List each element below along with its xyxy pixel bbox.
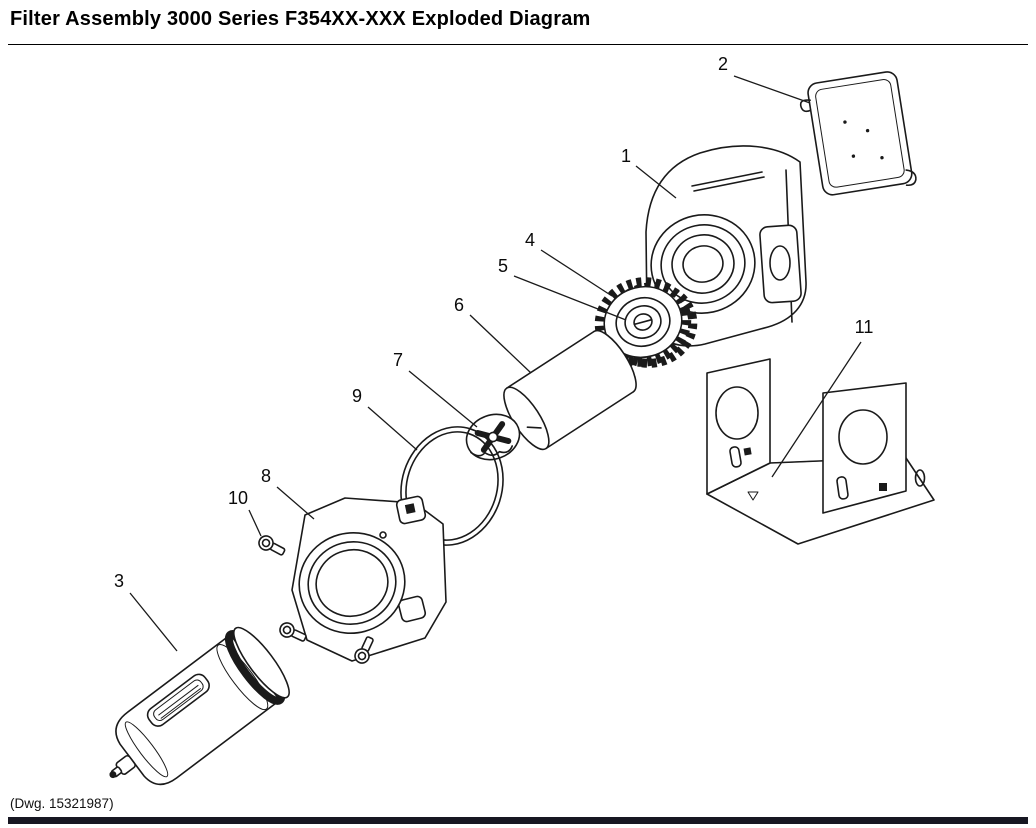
- collar-screw: [279, 622, 307, 642]
- part-labels: 1 2 3 4 5 6 7 8 9 10 11: [114, 54, 873, 591]
- part-2-cover-plate: [799, 71, 917, 196]
- leader-line-11: [771, 341, 862, 478]
- part-label-6: 6: [454, 295, 464, 315]
- part-label-11: 11: [855, 317, 874, 337]
- part-10-screw: [258, 535, 286, 556]
- leader-line-2: [733, 75, 811, 104]
- part-label-8: 8: [261, 466, 271, 486]
- part-5-deflector: [624, 305, 662, 339]
- part-label-5: 5: [498, 256, 508, 276]
- footer-bar: [8, 817, 1028, 824]
- part-4-adjusting-gear: [594, 277, 698, 368]
- leader-line-9: [367, 406, 418, 451]
- drawing-number-note: (Dwg. 15321987): [10, 796, 114, 811]
- leader-line-1: [635, 165, 677, 199]
- part-label-10: 10: [228, 488, 248, 508]
- part-label-7: 7: [393, 350, 403, 370]
- page-title: Filter Assembly 3000 Series F354XX-XXX E…: [10, 8, 591, 30]
- leader-lines: [129, 75, 862, 652]
- title-divider: [8, 44, 1028, 45]
- part-11-mounting-bracket: [706, 358, 935, 545]
- part-6-filter-element: [503, 329, 637, 451]
- leader-line-8: [276, 486, 315, 520]
- part-3-filter-bowl: [109, 626, 290, 786]
- plate-hook-icon: [799, 99, 812, 113]
- part-label-4: 4: [525, 230, 535, 250]
- part-label-3: 3: [114, 571, 124, 591]
- part-label-2: 2: [718, 54, 728, 74]
- part-label-1: 1: [621, 146, 631, 166]
- leader-line-7: [408, 370, 478, 428]
- part-8-bowl-collar: [258, 495, 447, 664]
- leader-line-3: [129, 592, 178, 652]
- plate-hook-icon: [905, 169, 917, 187]
- leader-line-10: [248, 509, 262, 537]
- leader-line-4: [540, 249, 613, 297]
- leader-line-5: [513, 275, 627, 321]
- part-label-9: 9: [352, 386, 362, 406]
- collar-screw: [354, 636, 374, 664]
- leader-line-6: [469, 314, 532, 374]
